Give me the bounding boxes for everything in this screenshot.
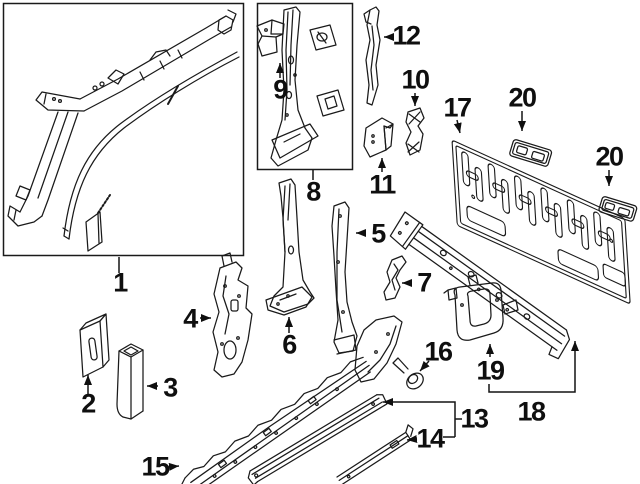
part-1-windshield-molding [62, 51, 240, 240]
part-5-bpillar-reinforcement [331, 201, 358, 355]
callout-11: 11 [369, 169, 396, 200]
callout-2: 2 [81, 388, 96, 419]
callout-18: 18 [517, 396, 546, 427]
part-11-bracket [363, 117, 394, 158]
callout-7: 7 [417, 267, 432, 298]
part-14-sill-plate [336, 424, 414, 484]
part-17-back-panel [451, 140, 631, 304]
part-15-rocker-end-panel [354, 315, 403, 383]
callout-14: 14 [416, 423, 445, 454]
callout-20-left: 20 [508, 82, 537, 113]
callout-6: 6 [282, 329, 297, 360]
callout-4: 4 [183, 303, 198, 334]
part-3-pillar-filler-tube [116, 343, 144, 420]
part-6-bpillar [265, 178, 315, 316]
callout-20-right: 20 [595, 141, 624, 172]
part-15-rocker-assembly [181, 356, 371, 484]
callout-9: 9 [273, 74, 288, 105]
part-4-hinge-pillar [212, 252, 253, 378]
part-8-clip-lower [316, 89, 345, 117]
callout-12: 12 [392, 20, 421, 51]
part-16-bolt [392, 357, 424, 390]
part-8-clip-upper [309, 24, 337, 51]
callout-19: 19 [476, 355, 505, 386]
part-20-clip-left [509, 139, 553, 167]
callout-8: 8 [306, 176, 321, 207]
part-10-filler [405, 107, 425, 156]
callout-17: 17 [443, 92, 472, 123]
callout-leaders [84, 33, 613, 471]
part-18-crossmember [389, 211, 571, 360]
part-19-bracket [443, 274, 519, 341]
part-9-bracket [256, 19, 285, 57]
part-8-detail-box [256, 2, 354, 171]
part-13-sill-plate [247, 394, 388, 484]
callout-16: 16 [424, 336, 453, 367]
callout-10: 10 [401, 64, 430, 95]
part-7-bracket [383, 255, 407, 301]
part-8-bpillar-inner [270, 6, 319, 167]
part-12-reinforcement-strip [363, 6, 381, 106]
part-1-filler-panel [85, 194, 111, 252]
part-2-filler-block [79, 313, 110, 378]
callout-15: 15 [141, 451, 170, 482]
part-1-detail-box [2, 2, 245, 257]
callout-1: 1 [113, 267, 128, 298]
callout-13: 13 [460, 403, 489, 434]
callout-5: 5 [371, 218, 386, 249]
callout-3: 3 [163, 372, 178, 403]
part-20-clip-right [598, 196, 638, 222]
part-1-roof-side-rail [7, 9, 237, 227]
